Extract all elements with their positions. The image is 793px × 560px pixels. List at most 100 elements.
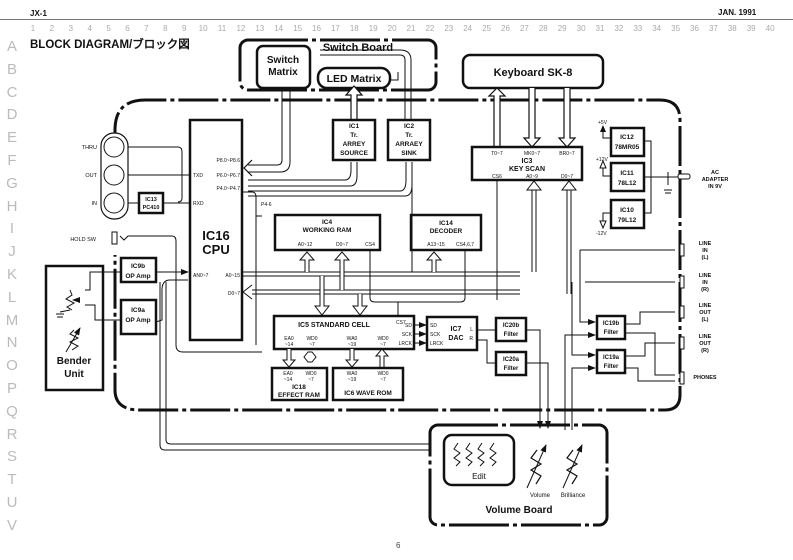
svg-text:SCK: SCK xyxy=(402,332,413,338)
minus12v-label: -12V xyxy=(596,231,607,237)
plus5v-label: +5V xyxy=(598,120,608,126)
grid-row-letter: P xyxy=(6,380,17,397)
svg-text:IC9b: IC9b xyxy=(131,263,145,270)
svg-text:A13~15: A13~15 xyxy=(427,242,445,248)
grid-row-letter: F xyxy=(7,152,17,169)
svg-text:T0~7: T0~7 xyxy=(491,151,503,157)
ic11-regulator: IC11 78L12 xyxy=(609,161,646,193)
grid-column-number: 4 xyxy=(87,24,92,33)
line-out-l-1: LINE xyxy=(699,303,712,309)
svg-text:SINK: SINK xyxy=(401,150,417,157)
svg-text:DECODER: DECODER xyxy=(430,228,463,235)
svg-text:WD0: WD0 xyxy=(377,336,388,342)
phones-label: PHONES xyxy=(693,375,717,381)
grid-column-number: 25 xyxy=(482,24,492,33)
svg-text:~19: ~19 xyxy=(348,377,357,383)
line-out-r-2: OUT xyxy=(699,341,711,347)
led-matrix-label: LED Matrix xyxy=(327,73,382,85)
grid-row-letter: U xyxy=(6,494,18,511)
svg-text:IC6 WAVE ROM: IC6 WAVE ROM xyxy=(344,390,392,397)
svg-text:IC19b: IC19b xyxy=(603,321,620,327)
header-rule xyxy=(0,19,793,20)
svg-text:CS4,6,7: CS4,6,7 xyxy=(456,242,474,248)
midi-thru-label: THRU xyxy=(82,145,97,151)
svg-text:Unit: Unit xyxy=(64,369,84,380)
grid-column-number: 11 xyxy=(217,24,227,33)
grid-column-number: 5 xyxy=(106,24,111,33)
grid-column-number: 39 xyxy=(746,24,756,33)
svg-text:Tr.: Tr. xyxy=(405,132,413,139)
grid-column-number: 29 xyxy=(557,24,567,33)
grid-column-number: 13 xyxy=(255,24,265,33)
bender-unit: Bender Unit xyxy=(44,264,105,392)
ic9a-op-amp: IC9a OP Amp xyxy=(119,298,158,336)
grid-column-number: 31 xyxy=(595,24,605,33)
ic19a-filter: IC19a Filter xyxy=(595,348,627,375)
line-in-r-2: IN xyxy=(702,280,708,286)
svg-text:CS6: CS6 xyxy=(492,174,502,180)
ac-adapter-line2: ADAPTER xyxy=(702,177,729,183)
svg-text:CPU: CPU xyxy=(202,242,229,257)
ac-adapter-jack xyxy=(677,173,691,180)
ic7-dac: SD SCK LRCK IC7 DAC L R xyxy=(425,315,479,352)
ic12-regulator: IC12 78MR05 xyxy=(609,126,646,158)
grid-column-number: 15 xyxy=(293,24,303,33)
svg-text:IC20b: IC20b xyxy=(503,323,520,329)
grid-row-letter: Q xyxy=(6,402,18,420)
svg-text:DAC: DAC xyxy=(448,335,463,342)
svg-text:RXD: RXD xyxy=(193,201,204,207)
grid-row-letter: E xyxy=(6,129,17,147)
svg-text:Filter: Filter xyxy=(604,330,619,336)
switch-board-label: Switch Board xyxy=(323,42,393,54)
keyboard-sk8: Keyboard SK-8 xyxy=(461,53,605,90)
svg-text:MK0~7: MK0~7 xyxy=(524,151,540,157)
main-enclosure xyxy=(113,98,682,412)
svg-text:78L12: 78L12 xyxy=(618,180,637,187)
ic3-key-scan: T0~7 MK0~7 BR0~7 IC3 KEY SCAN CS6 A0~9 D… xyxy=(470,145,584,182)
svg-text:IC13: IC13 xyxy=(145,197,157,203)
ic20a-filter: IC20a Filter xyxy=(494,350,528,377)
page-number: 6 xyxy=(396,541,401,550)
midi-jacks: THRU OUT IN xyxy=(82,132,129,220)
grid-column-number: 19 xyxy=(368,24,378,33)
svg-text:SOURCE: SOURCE xyxy=(340,150,368,157)
edit-label: Edit xyxy=(472,472,487,481)
svg-text:L: L xyxy=(470,327,473,333)
grid-column-number: 34 xyxy=(652,24,662,33)
svg-text:~14: ~14 xyxy=(285,342,294,348)
svg-text:IC5 STANDARD CELL: IC5 STANDARD CELL xyxy=(298,322,371,329)
grid-row-letter: N xyxy=(6,334,18,352)
grid-column-number: 7 xyxy=(144,24,149,33)
grid-column-number: 17 xyxy=(330,24,340,33)
svg-text:D0~7: D0~7 xyxy=(336,242,348,248)
svg-text:IC7: IC7 xyxy=(451,326,462,333)
ic9b-op-amp: IC9b OP Amp xyxy=(119,256,158,284)
svg-text:SD: SD xyxy=(430,323,437,329)
grid-row-letter: O xyxy=(6,357,18,375)
svg-text:ARREY: ARREY xyxy=(343,141,366,148)
line-out-l-3: (L) xyxy=(701,317,708,323)
ic4-working-ram: IC4 WORKING RAM A0~12 D0~7 CS4 xyxy=(273,213,382,252)
svg-text:CS7: CS7 xyxy=(396,320,406,326)
svg-text:LRCK: LRCK xyxy=(399,341,413,347)
switch-board: Switch Board Switch Matrix LED Matrix xyxy=(238,38,438,92)
grid-column-number: 40 xyxy=(765,24,775,33)
line-out-l-2: OUT xyxy=(699,310,711,316)
svg-text:Filter: Filter xyxy=(504,332,519,338)
svg-text:TXD: TXD xyxy=(193,173,203,179)
grid-row-letter: R xyxy=(6,425,18,443)
grid-row-letter: T xyxy=(7,471,17,489)
svg-text:A0~12: A0~12 xyxy=(298,242,313,248)
svg-text:IC20a: IC20a xyxy=(503,357,520,363)
switch-matrix-line1: Switch xyxy=(267,55,299,66)
grid-column-number: 3 xyxy=(68,24,74,33)
date-label: JAN. 1991 xyxy=(718,8,757,17)
grid-column-number: 28 xyxy=(538,24,548,33)
page-title: BLOCK DIAGRAM/ブロック図 xyxy=(30,39,190,51)
svg-text:Tr.: Tr. xyxy=(350,132,358,139)
svg-text:IC4: IC4 xyxy=(322,219,333,226)
plus12v-label: +12V xyxy=(596,157,608,163)
svg-text:BR0~7: BR0~7 xyxy=(559,151,575,157)
svg-text:OP Amp: OP Amp xyxy=(125,317,150,324)
grid-row-letter: C xyxy=(6,83,18,101)
